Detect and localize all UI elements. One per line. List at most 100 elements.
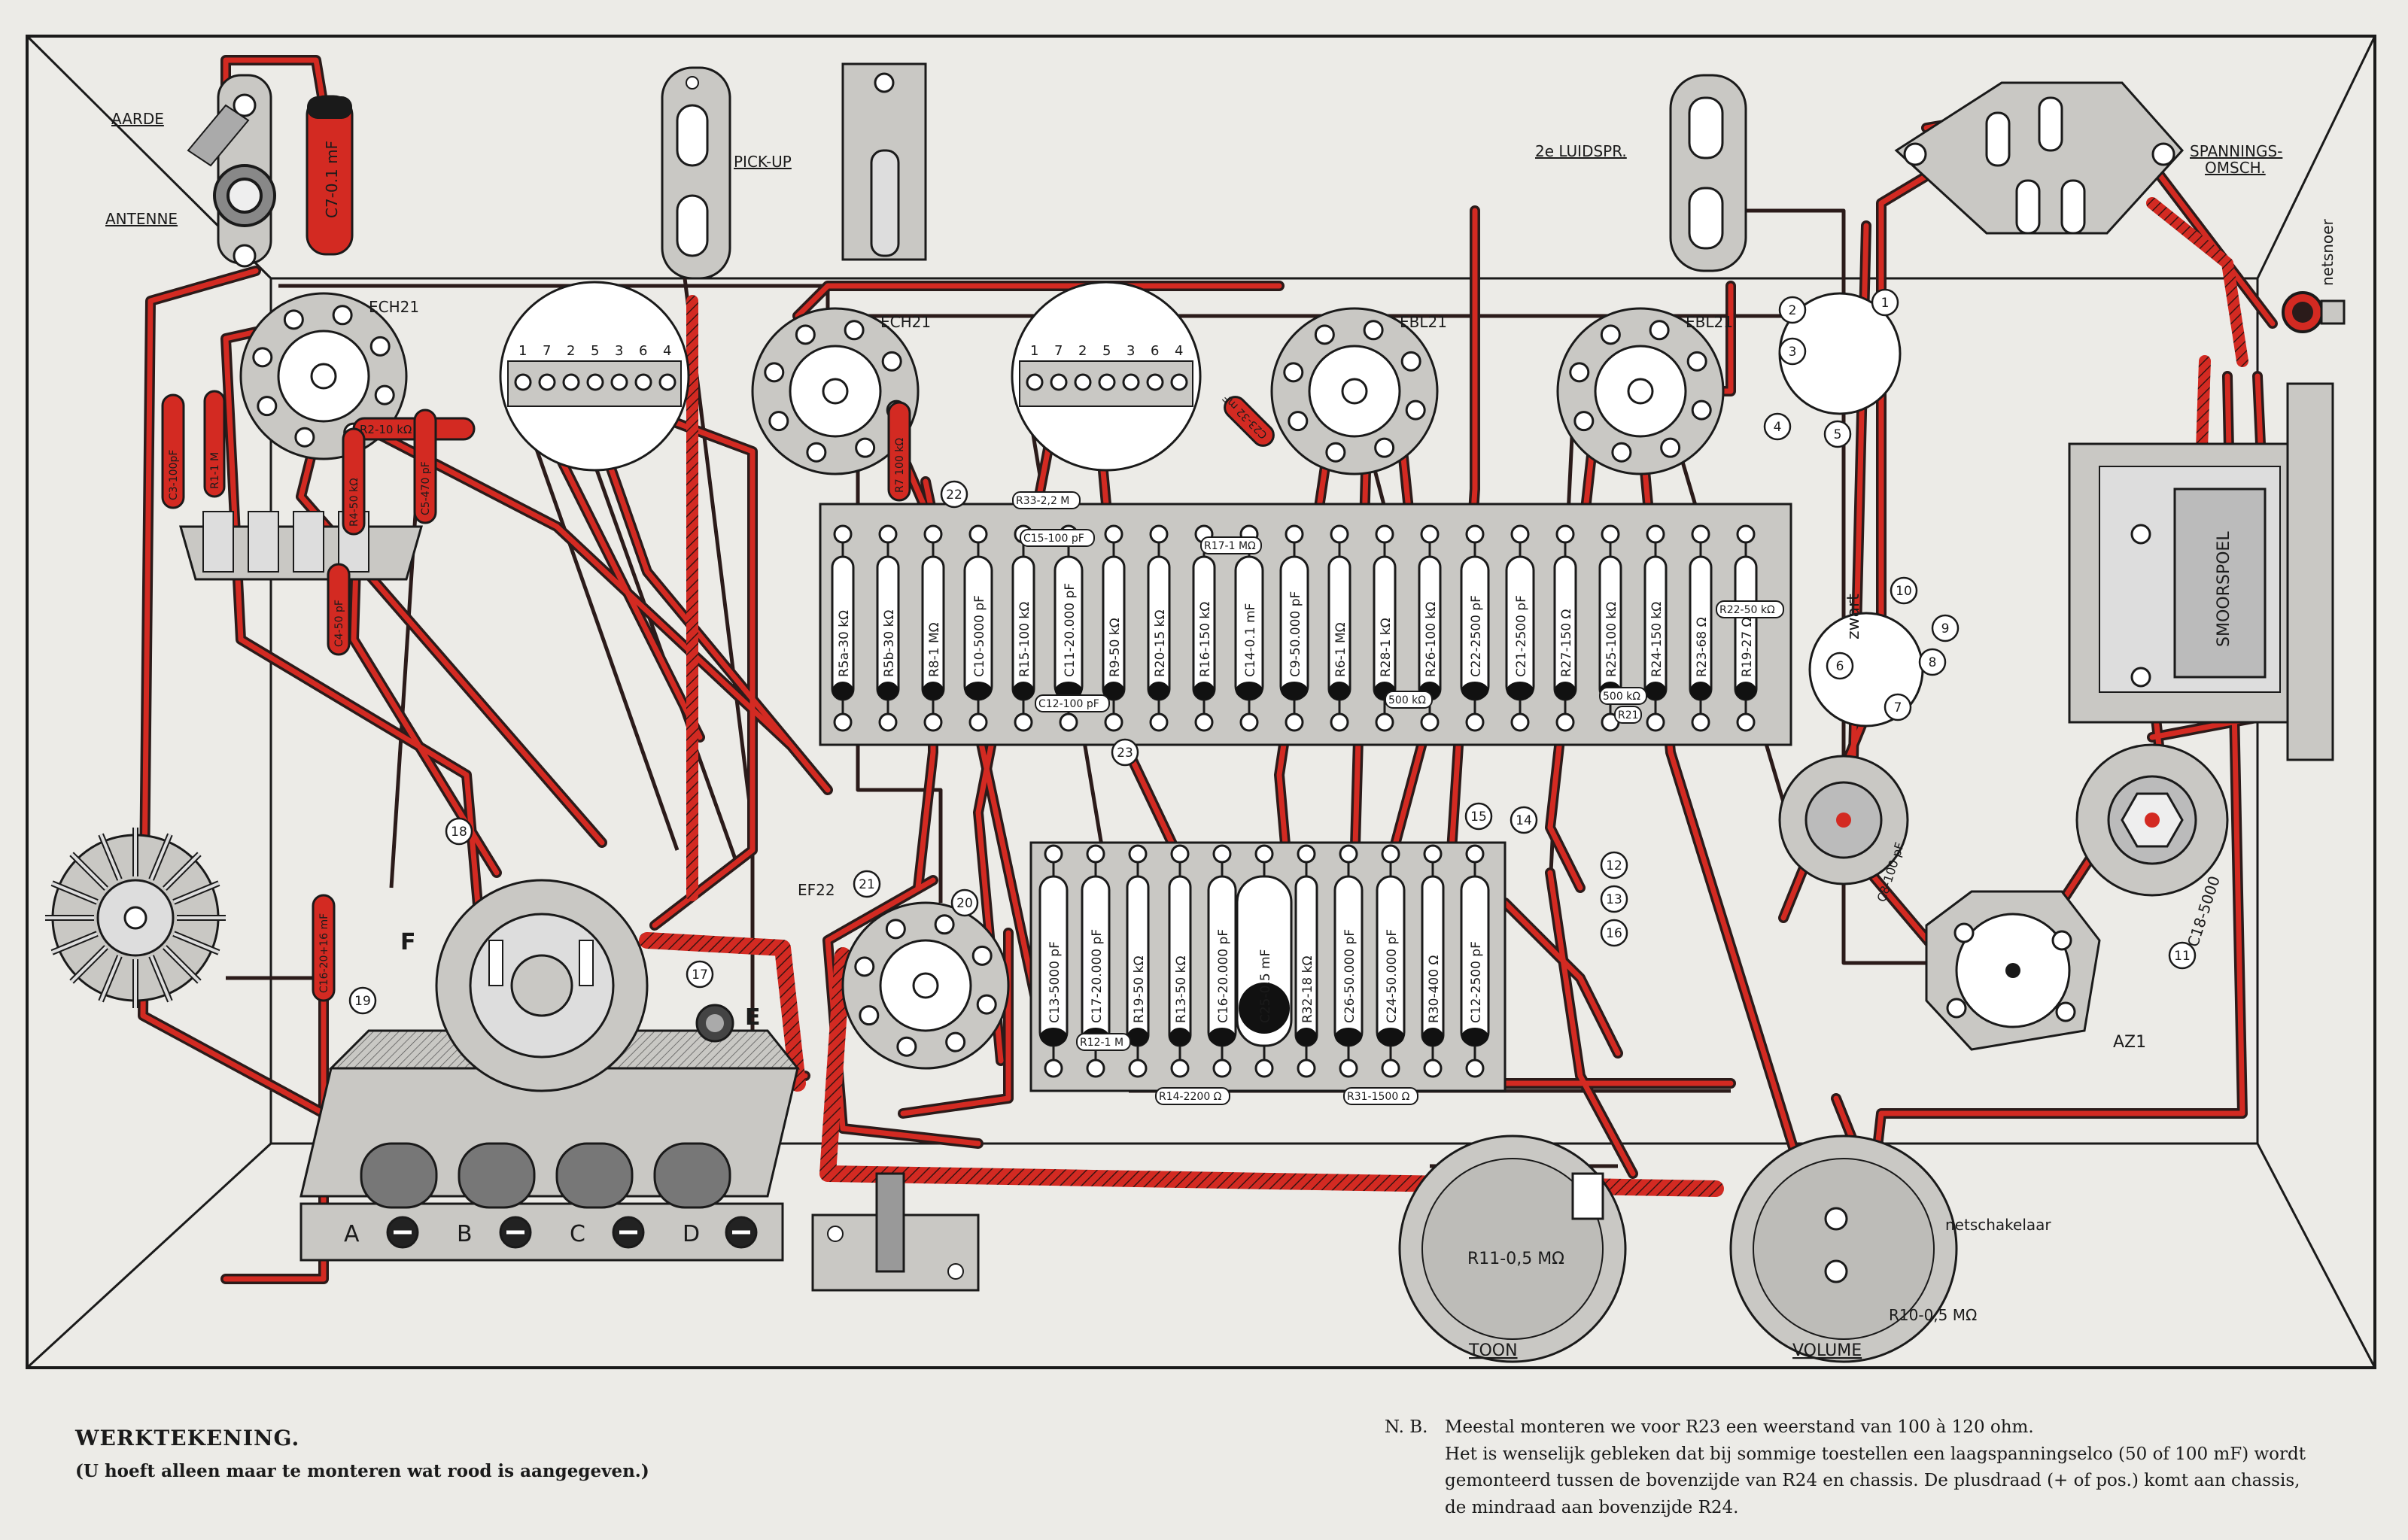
tube-label: ECH21 xyxy=(880,313,931,331)
tube-pin xyxy=(1374,437,1395,458)
board-part-label: C13-5000 pF xyxy=(1047,941,1063,1023)
tube-pin xyxy=(859,1005,880,1026)
board-part: C9-50.000 pF xyxy=(1279,524,1309,732)
pin-number: 3 xyxy=(1126,343,1135,359)
terminal-4: 4 xyxy=(1763,412,1792,441)
terminal-number: 21 xyxy=(859,877,875,892)
board-part: R23-68 Ω xyxy=(1689,524,1713,732)
knurled-knob-e[interactable] xyxy=(695,1004,734,1043)
terminal-number: 17 xyxy=(692,967,708,983)
board-part: R28-1 kΩ xyxy=(1373,524,1397,732)
pin-lug xyxy=(658,373,676,391)
terminal-10: 10 xyxy=(1890,576,1918,605)
terminal-number: 7 xyxy=(1894,700,1902,715)
nb-line: Het is wenselijk gebleken dat bij sommig… xyxy=(1445,1444,2306,1464)
pin-lug xyxy=(634,373,652,391)
tube-pin xyxy=(1573,411,1595,432)
label-e: E xyxy=(745,1004,761,1031)
small-board-part: C12-100 pF xyxy=(1035,694,1110,712)
trimmer-d[interactable]: D xyxy=(683,1216,758,1249)
label-pickup: PICK-UP xyxy=(734,153,792,171)
second-speaker-socket[interactable] xyxy=(1669,74,1747,272)
board-part: R32-18 kΩ xyxy=(1294,844,1318,1078)
terminal-11: 11 xyxy=(2168,941,2197,970)
tube-pin xyxy=(1649,320,1670,341)
small-board-label: R33-2,2 M xyxy=(1016,495,1069,507)
terminal-22: 22 xyxy=(940,480,968,509)
board-part: C17-20.000 pF xyxy=(1081,844,1111,1078)
pin-number: 3 xyxy=(615,343,623,359)
small-board-part: R14-2200 Ω xyxy=(1155,1087,1230,1105)
nb-line: Meestal monteren we voor R23 een weersta… xyxy=(1445,1417,2034,1437)
tube-pin xyxy=(934,914,955,935)
footer-note: N. B. Meestal monteren we voor R23 een w… xyxy=(1385,1414,2363,1522)
board-part: C21-2500 pF xyxy=(1505,524,1535,732)
board-part-label: C16-20.000 pF xyxy=(1216,929,1231,1023)
board-part-label: R28-1 kΩ xyxy=(1379,618,1394,677)
pin-lug xyxy=(1026,373,1044,391)
tube-label: ECH21 xyxy=(369,298,419,316)
tube-pin xyxy=(885,919,906,940)
terminal-17: 17 xyxy=(686,960,714,989)
board-part-label: C17-20.000 pF xyxy=(1090,929,1105,1023)
component-c3: C3-100pF xyxy=(161,393,185,509)
board-part: C14-0.1 mF xyxy=(1234,524,1264,732)
board-part: R9-50 kΩ xyxy=(1102,524,1126,732)
board-part: R13-50 kΩ xyxy=(1168,844,1192,1078)
tuning-capacitor[interactable] xyxy=(435,879,649,1092)
small-board-label: R12-1 M xyxy=(1080,1037,1123,1049)
board-part: R19-50 kΩ xyxy=(1126,844,1150,1078)
label-netsnoer: netsnoer xyxy=(2318,219,2337,286)
pin-lug xyxy=(586,373,604,391)
terminal-23: 23 xyxy=(1111,738,1139,767)
pin-number: 6 xyxy=(1151,343,1159,359)
board-part-label: R19-50 kΩ xyxy=(1132,956,1147,1023)
waveband-switch[interactable] xyxy=(45,828,226,1008)
trimmer-a[interactable]: A xyxy=(344,1216,419,1249)
dial-bracket xyxy=(841,62,927,261)
board-part-label: R8-1 MΩ xyxy=(927,622,942,677)
board-part-label: C25-0.5 mF xyxy=(1258,949,1273,1023)
tube-pin xyxy=(806,442,827,463)
board-part: R5b-30 kΩ xyxy=(876,524,900,732)
tube-pin xyxy=(294,427,315,448)
board-part-label: R5a-30 kΩ xyxy=(837,610,852,677)
terminal-1: 1 xyxy=(1871,288,1899,317)
pin-lug xyxy=(514,373,532,391)
osc-coil-block xyxy=(179,511,423,581)
pickup-socket[interactable] xyxy=(661,66,731,280)
terminal-8: 8 xyxy=(1918,648,1947,676)
pin-number: 6 xyxy=(639,343,647,359)
voltage-selector[interactable] xyxy=(1894,81,2185,235)
board-part: R5a-30 kΩ xyxy=(831,524,855,732)
board-part-label: R26-100 kΩ xyxy=(1424,602,1439,677)
footer-title-block: WERKTEKENING. (U hoeft alleen maar te mo… xyxy=(75,1426,649,1481)
board-part-label: R5b-30 kΩ xyxy=(882,610,897,677)
footer-subtitle: (U hoeft alleen maar te monteren wat roo… xyxy=(75,1461,649,1481)
potentiometer-volume[interactable]: R10-0,5 MΩ xyxy=(1729,1134,1977,1363)
antenna-earth-terminal[interactable] xyxy=(187,74,276,268)
terminal-number: 19 xyxy=(354,994,371,1009)
terminal-12: 12 xyxy=(1600,851,1628,879)
trimmer-c[interactable]: C xyxy=(570,1216,645,1249)
pin-number: 2 xyxy=(1078,343,1087,359)
small-board-label: C15-100 pF xyxy=(1023,533,1084,545)
pin-lug xyxy=(538,373,556,391)
trimmer-b[interactable]: B xyxy=(457,1216,532,1249)
potentiometer-toon[interactable]: R11-0,5 MΩ xyxy=(1398,1134,1627,1363)
board-part-label: R32-18 kΩ xyxy=(1300,956,1315,1023)
footer-title: WERKTEKENING. xyxy=(75,1426,300,1450)
terminal-20: 20 xyxy=(950,888,979,917)
terminal-number: 15 xyxy=(1470,809,1487,825)
pin-number: 4 xyxy=(663,343,671,359)
label-aarde: AARDE xyxy=(111,110,164,128)
slide-switch[interactable] xyxy=(811,1172,980,1292)
terminal-2: 2 xyxy=(1778,296,1807,324)
component-label: R4-50 kΩ xyxy=(348,478,360,527)
pin-number: 4 xyxy=(1175,343,1183,359)
terminal-number: 5 xyxy=(1834,427,1842,442)
tube-pin xyxy=(1400,351,1421,372)
board-part-label: C22-2500 pF xyxy=(1469,595,1484,677)
